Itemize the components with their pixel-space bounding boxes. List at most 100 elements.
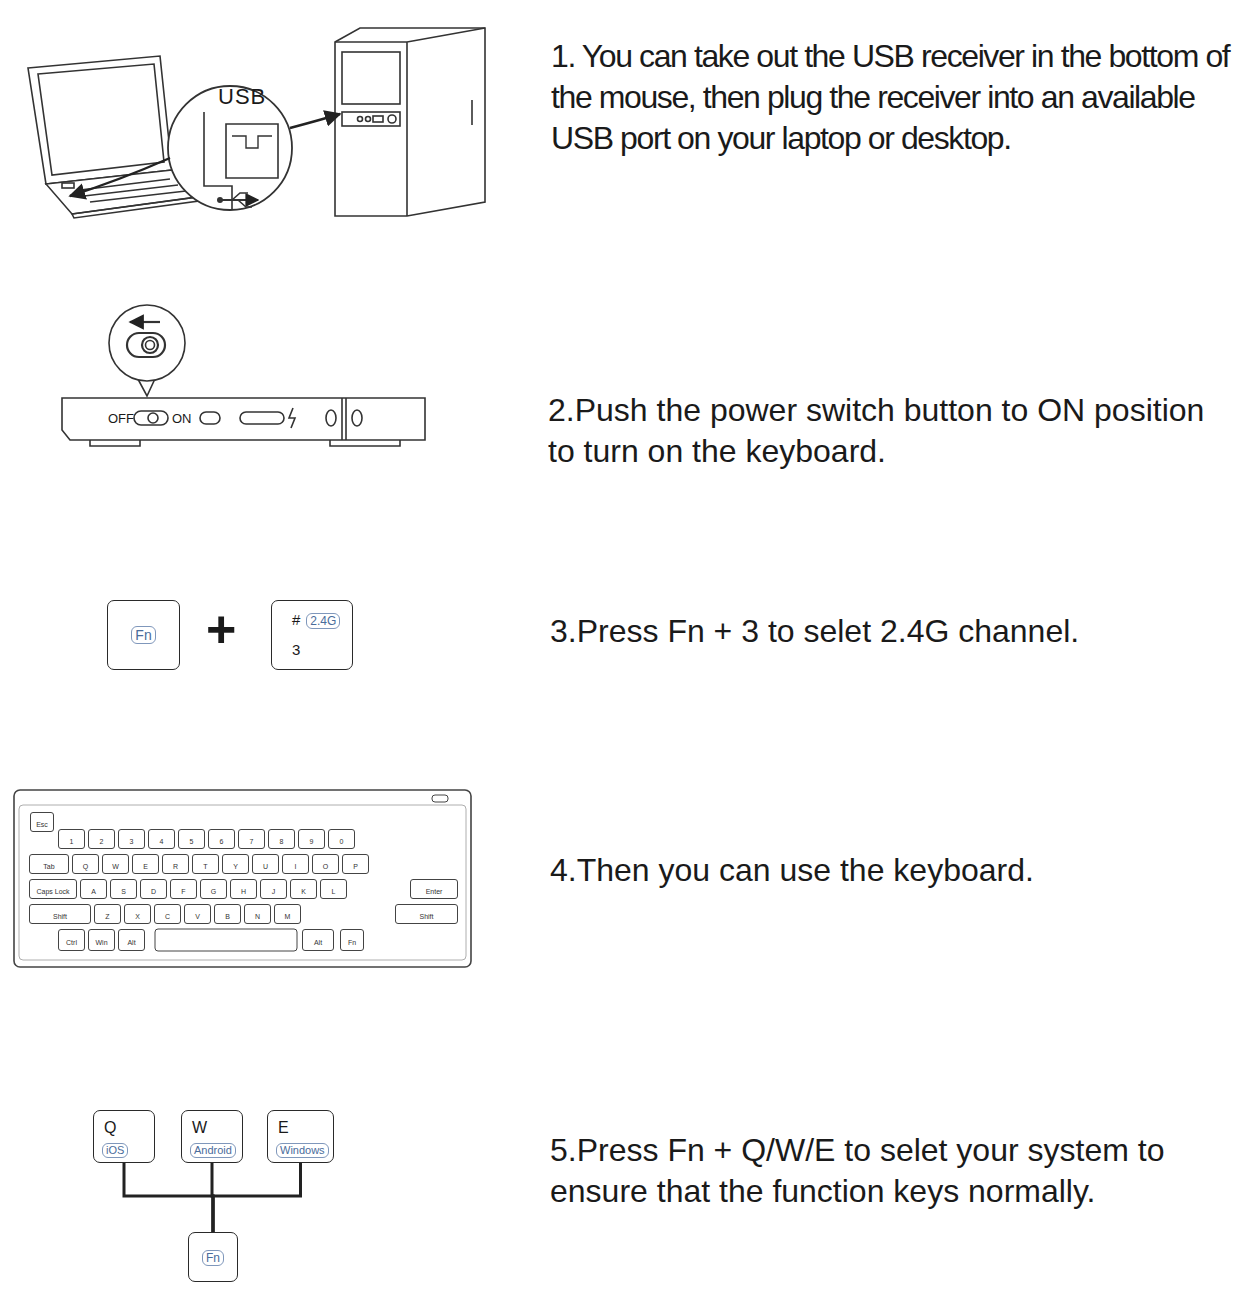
keyboard-key: B xyxy=(214,904,241,924)
key-legend: K xyxy=(301,888,306,895)
keyboard-key: N xyxy=(244,904,271,924)
key-content: 8 xyxy=(280,830,284,848)
keyboard-key: 1 xyxy=(58,829,85,849)
keyboard-key: K xyxy=(290,879,317,899)
key-content: 7 xyxy=(250,830,254,848)
keyboard-key: D xyxy=(140,879,167,899)
keyboard-key: S xyxy=(110,879,137,899)
key-content: Esc xyxy=(36,813,48,831)
key-content: Z xyxy=(105,905,109,923)
key-legend: W xyxy=(112,863,119,870)
key-content: Alt xyxy=(314,931,322,949)
key-content: J xyxy=(272,880,276,898)
key-legend: 5 xyxy=(190,838,194,845)
key-legend: Alt xyxy=(127,939,135,946)
key-legend: 3 xyxy=(292,641,340,658)
key-cap: WAndroid xyxy=(181,1110,243,1163)
keyboard-outline xyxy=(14,790,471,967)
key-legend: S xyxy=(121,888,126,895)
keyboard-key: L xyxy=(320,879,347,899)
key-legend: Ctrl xyxy=(66,939,77,946)
key-legend: P xyxy=(353,863,358,870)
key-content: V xyxy=(195,905,200,923)
key-legend: M xyxy=(285,913,291,920)
key-cap: QiOS xyxy=(93,1110,155,1163)
key-content: P xyxy=(353,855,358,873)
key-legend: J xyxy=(272,888,276,895)
key-legend: D xyxy=(151,888,156,895)
key-content: U xyxy=(263,855,268,873)
key-content: E xyxy=(143,855,148,873)
key-content: L xyxy=(332,880,336,898)
keyboard-key: Q xyxy=(72,854,99,874)
key-content: Shift xyxy=(419,905,433,923)
key-legend: R xyxy=(173,863,178,870)
keyboard-key: H xyxy=(230,879,257,899)
tree-connector xyxy=(213,1163,301,1232)
keyboard-key: U xyxy=(252,854,279,874)
keyboard-key: V xyxy=(184,904,211,924)
keyboard-key: 5 xyxy=(178,829,205,849)
key-legend: T xyxy=(203,863,207,870)
keyboard-key: X xyxy=(124,904,151,924)
keyboard-key: 3 xyxy=(118,829,145,849)
key-content: Ctrl xyxy=(66,931,77,949)
key-legend: V xyxy=(195,913,200,920)
keyboard-key: G xyxy=(200,879,227,899)
key-content: 1 xyxy=(70,830,74,848)
key-legend: 1 xyxy=(70,838,74,845)
key-content: N xyxy=(255,905,260,923)
key-content: O xyxy=(323,855,328,873)
key-content: WAndroid xyxy=(192,1119,236,1158)
key-legend: N xyxy=(255,913,260,920)
key-legend: O xyxy=(323,863,328,870)
key-content: Win xyxy=(95,931,107,949)
key-legend: Fn xyxy=(348,939,356,946)
keyboard-key: Ctrl xyxy=(58,929,85,951)
keyboard-key: E xyxy=(132,854,159,874)
key-content: T xyxy=(203,855,207,873)
key-legend: Q xyxy=(104,1119,128,1137)
step-instruction: 4.Then you can use the keyboard. xyxy=(550,850,1240,891)
key-legend: X xyxy=(135,913,140,920)
key-legend: 7 xyxy=(250,838,254,845)
key-legend: Esc xyxy=(36,821,48,828)
key-content: Fn xyxy=(348,931,356,949)
key-legend: Caps Lock xyxy=(36,888,69,895)
keyboard-key: Win xyxy=(88,929,115,951)
key-legend: Enter xyxy=(426,888,443,895)
keyboard-key: Shift xyxy=(29,904,91,924)
keyboard-key: 4 xyxy=(148,829,175,849)
keyboard-key: J xyxy=(260,879,287,899)
key-content: Fn xyxy=(202,1248,224,1266)
key-cap: #2.4G3 xyxy=(271,600,353,670)
key-legend: E xyxy=(278,1119,329,1137)
key-legend: E xyxy=(143,863,148,870)
key-content: QiOS xyxy=(104,1119,128,1158)
key-content: Shift xyxy=(53,905,67,923)
key-content: D xyxy=(151,880,156,898)
keyboard-key: O xyxy=(312,854,339,874)
key-content: 3 xyxy=(130,830,134,848)
step-instruction: 5.Press Fn + Q/W/E to selet your system … xyxy=(550,1130,1230,1212)
key-legend: iOS xyxy=(102,1143,128,1158)
key-content: Alt xyxy=(127,931,135,949)
key-legend: Y xyxy=(233,863,238,870)
keyboard-key: 2 xyxy=(88,829,115,849)
key-legend: I xyxy=(295,863,297,870)
step-instruction: 1. You can take out the USB receiver in … xyxy=(551,36,1245,159)
key-cap: Fn xyxy=(188,1232,238,1282)
key-legend: H xyxy=(241,888,246,895)
key-content: Enter xyxy=(426,880,443,898)
keyboard-key: 6 xyxy=(208,829,235,849)
key-content: C xyxy=(165,905,170,923)
key-cap: Fn xyxy=(107,600,180,670)
key-legend: Win xyxy=(95,939,107,946)
keyboard-key: Tab xyxy=(29,854,69,874)
key-legend: Fn xyxy=(202,1250,224,1266)
keyboard-key: Y xyxy=(222,854,249,874)
tree-connector xyxy=(124,1163,213,1232)
key-legend: 9 xyxy=(310,838,314,845)
usb-magnifier xyxy=(70,86,340,210)
